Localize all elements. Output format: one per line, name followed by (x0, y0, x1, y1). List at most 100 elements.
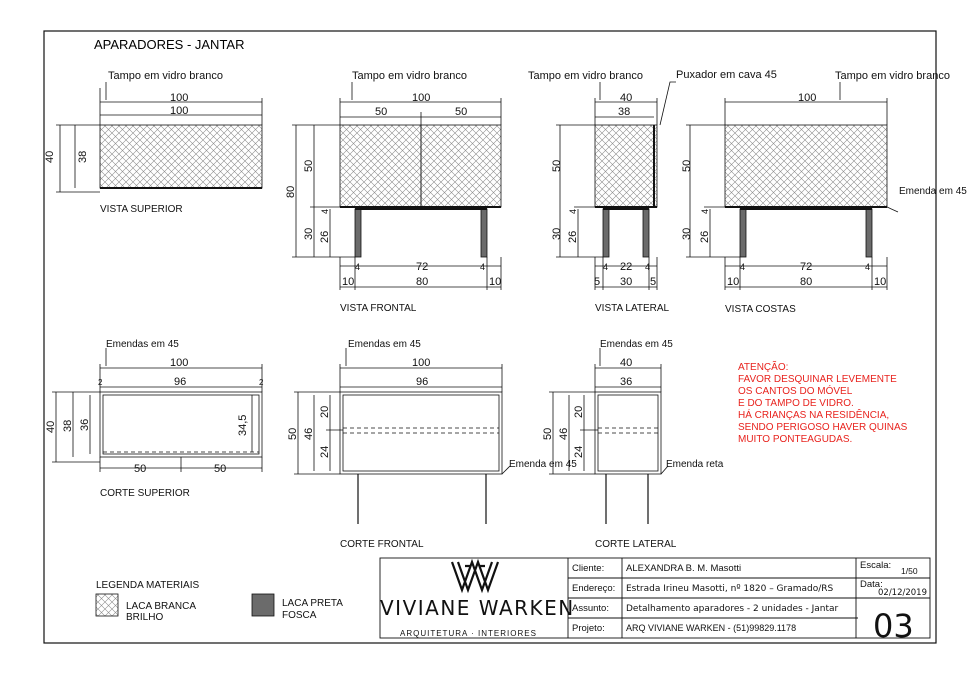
back-dim-leg: 26 (699, 231, 711, 243)
top-dim-inner: 100 (170, 105, 188, 117)
front-leg-left (354, 208, 362, 258)
warning-line: ATENÇÃO: (738, 360, 788, 373)
side-dim-side-left: 5 (594, 276, 600, 288)
side-dim-inner: 38 (618, 106, 630, 118)
section-front-note-joint-text: Emenda em 45 (509, 459, 577, 470)
value-subject: Detalhamento aparadores - 2 unidades - J… (626, 604, 839, 614)
back-dim-leg-w-right: 4 (865, 262, 870, 272)
section-front: Emendas em 45 100 96 50 46 20 24 Emenda … (287, 339, 577, 550)
front-dim-body: 50 (303, 160, 315, 172)
legend-item1-line2: BRILHO (126, 612, 163, 623)
view-front: Tampo em vidro branco 100 50 50 80 50 30… (285, 70, 502, 314)
section-top-dim-depth: 40 (45, 421, 57, 433)
top-glass-panel (99, 124, 263, 189)
side-caption: VISTA LATERAL (595, 303, 670, 314)
side-dim-total: 40 (620, 92, 632, 104)
front-leg-right (480, 208, 488, 258)
front-dim-legs-outer: 80 (416, 276, 428, 288)
section-side-note-joint-text: Emenda reta (666, 459, 724, 470)
back-note-top: Tampo em vidro branco (835, 70, 950, 82)
label-project: Projeto: (572, 623, 605, 634)
label-scale: Escala: (860, 560, 891, 571)
label-subject: Assunto: (572, 603, 609, 614)
section-front-dim-outer: 100 (412, 357, 430, 369)
section-top-inner (102, 394, 260, 455)
section-side-outer (594, 391, 662, 475)
section-top-dim-half-left: 50 (134, 463, 146, 475)
legend-swatch-white (95, 593, 119, 617)
section-front-caption: CORTE FRONTAL (340, 539, 424, 550)
top-dim-outer: 100 (170, 92, 188, 104)
materials-legend: LEGENDA MATERIAIS LACA BRANCA BRILHO LAC… (95, 580, 343, 623)
legend-item2-line2: FOSCA (282, 610, 317, 621)
front-dim-side-right: 10 (489, 276, 501, 288)
sheet-border (43, 30, 937, 644)
front-dim-gap: 4 (320, 209, 330, 214)
view-side: Tampo em vidro branco Puxador em cava 45… (528, 69, 777, 314)
top-caption: VISTA SUPERIOR (100, 204, 183, 215)
view-back: Tampo em vidro branco 100 Emenda em 45 5… (681, 70, 967, 315)
front-note: Tampo em vidro branco (352, 70, 467, 82)
sheet-number: 03 (873, 607, 914, 645)
front-dim-leg-w-left: 4 (355, 262, 360, 272)
warning-line: SENDO PERIGOSO HAVER QUINAS (738, 422, 908, 433)
side-dim-span: 22 (620, 261, 632, 273)
side-dim-leg-w-left: 4 (603, 262, 608, 272)
top-dim-depth-inner: 38 (77, 151, 89, 163)
legend-item2-line1: LACA PRETA (282, 598, 343, 609)
label-date: Data: (860, 579, 883, 590)
back-dim-legs-span: 72 (800, 261, 812, 273)
section-top-dim-shelf: 34,5 (237, 415, 249, 436)
legend-title: LEGENDA MATERIAIS (96, 580, 200, 591)
warning-line: HÁ CRIANÇAS NA RESIDÊNCIA, (738, 408, 889, 421)
back-dim-gap: 4 (700, 209, 710, 214)
front-dim-leg: 26 (319, 231, 331, 243)
label-client: Cliente: (572, 563, 604, 574)
section-top-dim-depth-clear: 36 (79, 419, 91, 431)
front-body-right (420, 124, 502, 208)
section-front-outer (339, 391, 503, 475)
warning-line: E DO TAMPO DE VIDRO. (738, 398, 854, 409)
section-top-dim-half-right: 50 (214, 463, 226, 475)
front-dim-side-left: 10 (342, 276, 354, 288)
section-side-dim-outer: 40 (620, 357, 632, 369)
section-front-dim-height: 50 (287, 428, 299, 440)
warning-line: OS CANTOS DO MÓVEL (738, 384, 853, 397)
section-side-note-top: Emendas em 45 (600, 339, 673, 350)
side-dim-side-right: 5 (650, 276, 656, 288)
side-dim-leg: 26 (567, 231, 579, 243)
front-dim-left: 50 (375, 106, 387, 118)
side-body (594, 124, 658, 208)
back-note-joint-text: Emenda em 45 (899, 186, 967, 197)
section-top-note: Emendas em 45 (106, 339, 179, 350)
warning-line: MUITO PONTEAGUDAS. (738, 434, 852, 445)
section-side-dim-upper: 20 (573, 406, 585, 418)
section-front-dim-upper: 20 (319, 406, 331, 418)
section-side-note-joint: Emenda reta (666, 459, 724, 470)
front-dim-legs-span: 72 (416, 261, 428, 273)
section-top-dim-corner-a: 2 (98, 378, 103, 387)
side-dim-outer: 30 (620, 276, 632, 288)
section-top-dim-depth-inner: 38 (62, 420, 74, 432)
back-dim-total: 100 (798, 92, 816, 104)
value-client: ALEXANDRA B. M. Masotti (626, 563, 741, 574)
brand-name: VIVIANE WARKEN (380, 596, 575, 620)
back-caption: VISTA COSTAS (725, 304, 796, 315)
section-side-dim-inner: 36 (620, 376, 632, 388)
front-body-left (339, 124, 422, 208)
back-note-joint: Emenda em 45 (899, 186, 967, 197)
top-dim-depth: 40 (44, 151, 56, 163)
back-dim-leg-w-left: 4 (740, 262, 745, 272)
legend-swatch-black (251, 593, 275, 617)
section-front-dim-lower: 24 (319, 446, 331, 458)
section-top-dim-outer: 100 (170, 357, 188, 369)
section-side-dim-lower: 24 (573, 446, 585, 458)
section-top-caption: CORTE SUPERIOR (100, 488, 190, 499)
brand-logo: VIVIANE WARKEN ARQUITETURA · INTERIORES (380, 558, 575, 638)
value-address: Estrada Irineu Masotti, nº 1820 – Gramad… (626, 584, 834, 594)
view-top: Tampo em vidro branco 100 100 40 38 VIST… (44, 70, 263, 215)
label-address: Endereço: (572, 583, 615, 594)
back-dim-base: 30 (681, 228, 693, 240)
back-dim-body: 50 (681, 160, 693, 172)
